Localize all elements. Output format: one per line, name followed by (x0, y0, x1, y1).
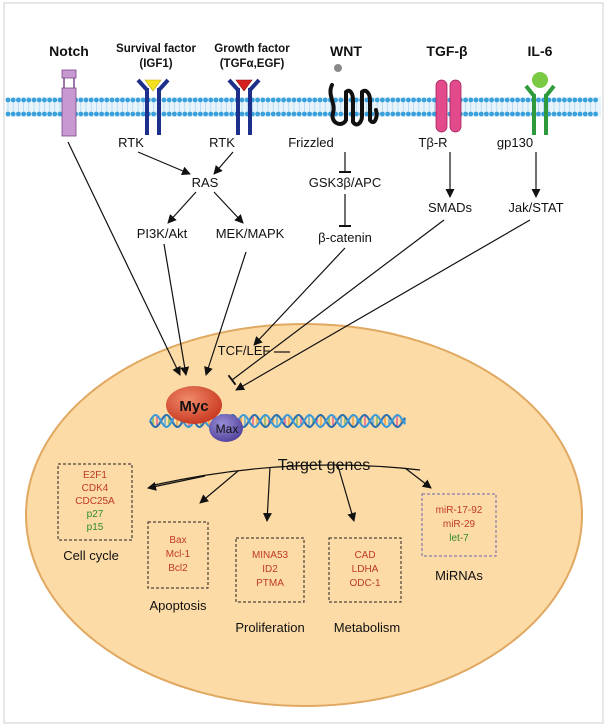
tbr-label: Tβ-R (418, 135, 447, 150)
smads-node: SMADs (428, 200, 473, 215)
gene-ldha: LDHA (352, 564, 379, 575)
gene-let-7: let-7 (449, 533, 469, 544)
metabolism-label: Metabolism (334, 620, 400, 635)
gene-mir-29: miR-29 (443, 519, 476, 530)
beta-catenin-node: β-catenin (318, 230, 372, 245)
gene-p15: p15 (87, 522, 104, 533)
cell-nucleus (25, 323, 583, 707)
gene-id2: ID2 (262, 564, 278, 575)
tcf-lef-node: TCF/LEF (218, 343, 271, 358)
rtk-igf1-receptor (136, 78, 170, 135)
gp130-label: gp130 (497, 135, 533, 150)
myc-protein (166, 386, 222, 424)
target-gene-arrows (147, 464, 432, 522)
igf1-title-line1: Survival factor (116, 43, 196, 55)
pi3k-akt-node: PI3K/Akt (137, 226, 188, 241)
tgfa-title-line1: Growth factor (214, 43, 290, 55)
gene-ptma: PTMA (256, 578, 284, 589)
gene-mina53: MINA53 (252, 550, 289, 561)
cell-cycle-label: Cell cycle (63, 548, 119, 563)
igf1-title-line2: (IGF1) (139, 58, 172, 70)
proliferation-label: Proliferation (235, 620, 304, 635)
myc-label: Myc (179, 398, 208, 415)
gp130-receptor (524, 72, 556, 135)
gene-bcl2: Bcl2 (168, 563, 188, 574)
gene-cdk4: CDK4 (82, 483, 109, 494)
frizzled-receptor (328, 64, 379, 127)
notch-title: Notch (49, 43, 89, 59)
mirnas-box: miR-17-92 miR-29 let-7 MiRNAs (421, 493, 497, 583)
mek-mapk-node: MEK/MAPK (216, 226, 285, 241)
pathway-arrows (67, 141, 541, 391)
mirnas-label: MiRNAs (435, 568, 483, 583)
myc-max-complex: Myc Max (166, 386, 243, 442)
gsk3b-apc-node: GSK3β/APC (309, 175, 382, 190)
ras-node: RAS (192, 175, 219, 190)
gene-e2f1: E2F1 (83, 470, 107, 481)
cell-membrane (5, 97, 601, 117)
tgfa-title-line2: (TGFα,EGF) (220, 58, 285, 70)
gene-mir-17-92: miR-17-92 (436, 505, 483, 516)
tgfb-receptor (435, 79, 462, 133)
notch-receptor (61, 69, 77, 137)
rtk-igf1-label: RTK (118, 135, 144, 150)
rtk-tgfa-receptor (227, 78, 261, 135)
gene-cad: CAD (354, 550, 375, 561)
frizzled-label: Frizzled (288, 135, 334, 150)
il6-title: IL-6 (528, 43, 553, 59)
apoptosis-label: Apoptosis (149, 598, 207, 613)
gene-bax: Bax (169, 535, 186, 546)
rtk-tgfa-label: RTK (209, 135, 235, 150)
max-label: Max (216, 422, 239, 436)
gene-cdc25a: CDC25A (75, 496, 115, 507)
wnt-title: WNT (330, 43, 362, 59)
gene-mcl-1: Mcl-1 (166, 549, 191, 560)
metabolism-box: CAD LDHA ODC-1 Metabolism (328, 537, 402, 635)
max-protein (209, 414, 243, 442)
jak-stat-node: Jak/STAT (508, 200, 563, 215)
gene-p27: p27 (87, 509, 104, 520)
gene-odc-1: ODC-1 (349, 578, 381, 589)
tgfb-title: TGF-β (426, 43, 468, 59)
